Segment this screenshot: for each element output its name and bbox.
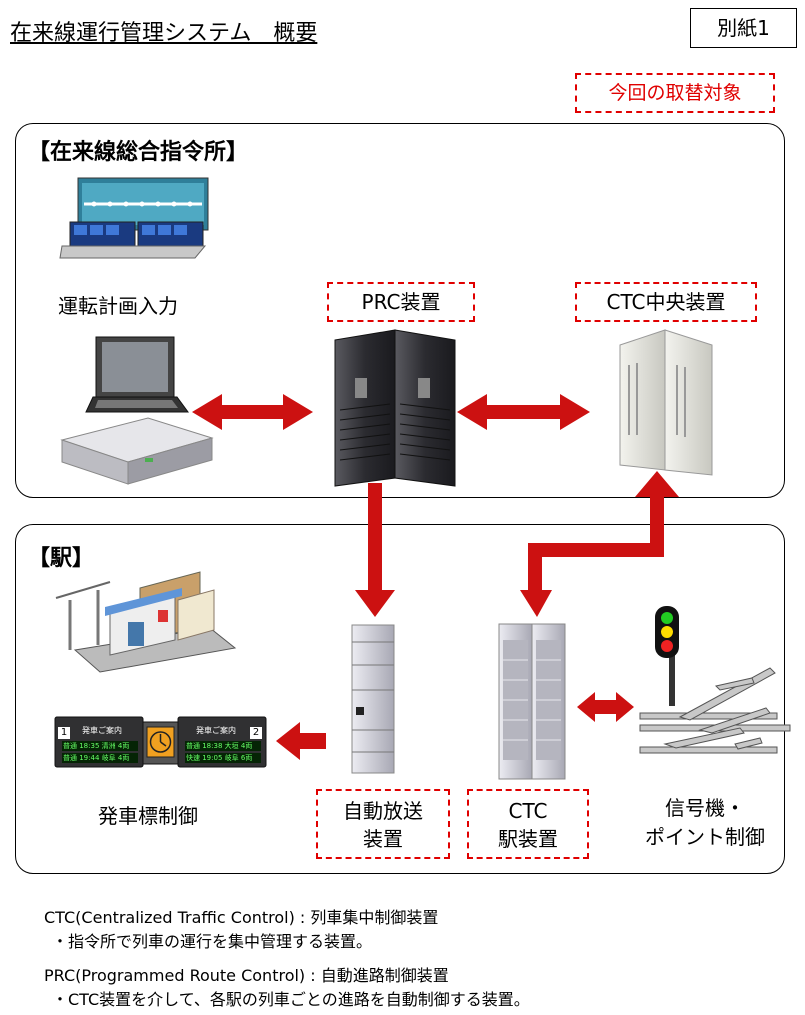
note-prc-description: ・CTC装置を介して、各駅の列車ごとの進路を自動制御する装置。 bbox=[52, 990, 530, 1009]
note-prc-definition: PRC(Programmed Route Control) : 自動進路制御装置 bbox=[44, 966, 449, 985]
laptop-illustration bbox=[85, 336, 189, 413]
hq-title: 【在来線総合指令所】 bbox=[28, 140, 249, 165]
departure-board-illustration bbox=[54, 716, 267, 768]
signal-illustration bbox=[655, 606, 679, 706]
arrow-prc-ctc-central bbox=[457, 394, 590, 430]
board-right-row-2: 快速 19:05 岐阜 6両 bbox=[186, 754, 253, 762]
board-left-num: 1 bbox=[60, 727, 68, 738]
arrow-ctc-station-central bbox=[520, 471, 679, 617]
departure-board-label: 発車標制御 bbox=[98, 804, 198, 828]
arrow-broadcast-departure bbox=[276, 722, 326, 760]
annex-label: 別紙1 bbox=[690, 8, 797, 48]
ctc-central-server-illustration bbox=[619, 329, 713, 476]
prc-label: PRC装置 bbox=[327, 282, 475, 322]
broadcast-label-line1: 自動放送 bbox=[343, 799, 423, 823]
page-title: 在来線運行管理システム 概要 bbox=[10, 21, 318, 46]
signal-label-line1: 信号機・ bbox=[665, 796, 745, 820]
server-box-illustration bbox=[60, 417, 214, 485]
prc-server-illustration bbox=[334, 329, 456, 487]
broadcast-rack-illustration bbox=[351, 624, 395, 774]
ctc-station-rack-illustration bbox=[498, 623, 566, 780]
board-left-row-2: 普通 19:44 岐阜 4両 bbox=[63, 754, 130, 762]
board-right-heading: 発車ご案内 bbox=[196, 726, 236, 735]
broadcast-label-line2: 装置 bbox=[363, 827, 403, 851]
arrows bbox=[192, 394, 679, 760]
broadcast-label: 自動放送 装置 bbox=[316, 789, 450, 859]
arrow-ctc-station-signal bbox=[577, 692, 634, 722]
arrow-planning-prc bbox=[192, 394, 313, 430]
board-left-row-1: 普通 18:35 清洲 4両 bbox=[63, 742, 130, 750]
signal-label-line2: ポイント制御 bbox=[645, 825, 765, 849]
ctc-station-label-line2: 駅装置 bbox=[498, 827, 558, 851]
note-ctc-definition: CTC(Centralized Traffic Control) : 列車集中制… bbox=[44, 908, 439, 927]
station-building-illustration bbox=[55, 571, 237, 673]
control-console-illustration bbox=[59, 177, 209, 259]
station-panel bbox=[15, 524, 785, 874]
ctc-central-label: CTC中央装置 bbox=[575, 282, 757, 322]
board-right-num: 2 bbox=[252, 727, 260, 738]
ctc-station-label-line1: CTC bbox=[508, 799, 548, 823]
replacement-target-legend: 今回の取替対象 bbox=[575, 73, 775, 113]
track-points-illustration bbox=[639, 667, 791, 754]
station-title: 【駅】 bbox=[28, 546, 95, 571]
signal-label: 信号機・ ポイント制御 bbox=[630, 794, 780, 852]
arrow-prc-broadcast bbox=[355, 483, 395, 617]
planning-label: 運転計画入力 bbox=[58, 294, 178, 318]
board-left-heading: 発車ご案内 bbox=[82, 726, 122, 735]
ctc-station-label: CTC 駅装置 bbox=[467, 789, 589, 859]
note-ctc-description: ・指令所で列車の運行を集中管理する装置。 bbox=[52, 932, 373, 951]
board-right-row-1: 普通 18:38 大垣 4両 bbox=[186, 742, 253, 750]
